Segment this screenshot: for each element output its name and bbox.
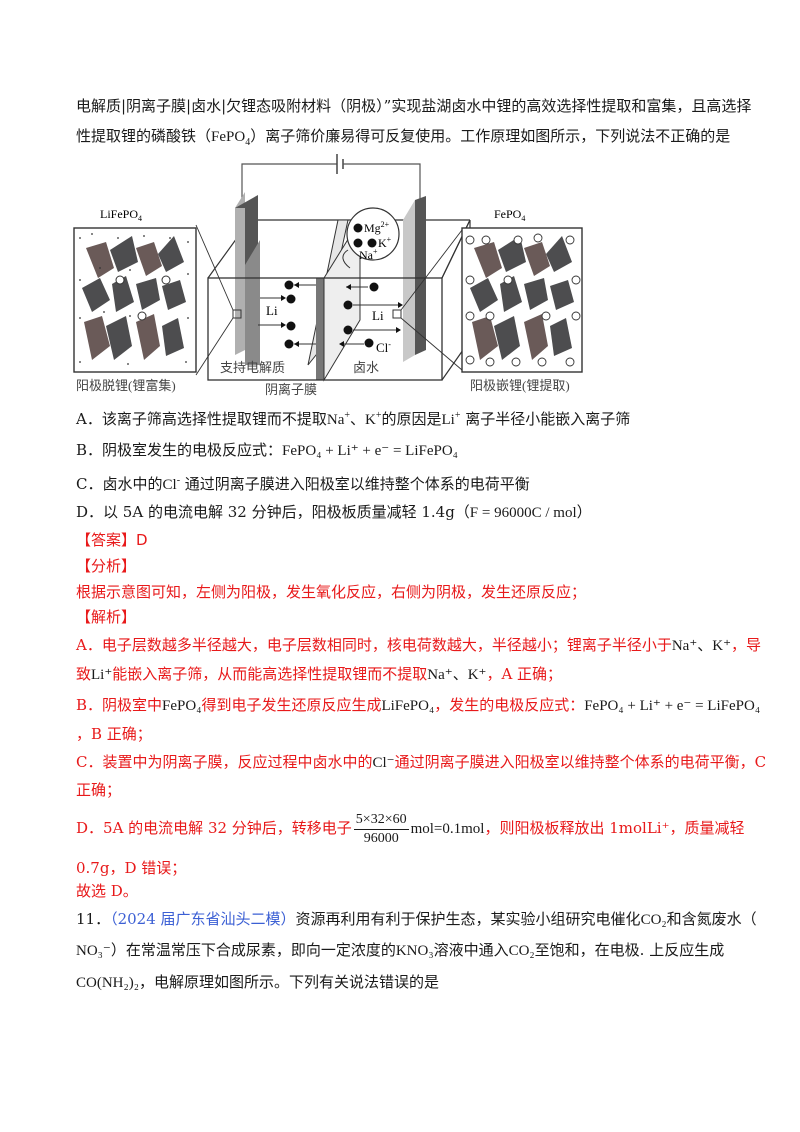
- conclusion: 故选 D。: [76, 882, 138, 900]
- stem-text: 性提取锂的磷酸铁（: [76, 127, 212, 145]
- svg-text:阳极嵌锂(锂提取): 阳极嵌锂(锂提取): [470, 378, 570, 393]
- explanation-c-line-1: C．装置中为阴离子膜，反应过程中卤水中的Cl⁻通过阴离子膜进入阳极室以维持整个体…: [76, 753, 767, 771]
- option-b: B．阴极室发生的电极反应式：FePO₄ + Li⁺ + e⁻ = LiFePO₄: [76, 441, 458, 459]
- explanation-d-line-2: 0.7g，D 错误；: [76, 859, 187, 877]
- analysis-label: 【分析】: [76, 557, 137, 575]
- answer-value: D: [136, 531, 148, 549]
- question-stem-line-1: 电解质|阴离子膜|卤水|欠锂态吸附材料（阴极）”实现盐湖卤水中锂的高效选择性提取…: [76, 96, 751, 116]
- stem-text: ）离子筛价廉易得可反复使用。工作原理如图所示，下列说法不正确的是: [250, 127, 731, 145]
- question-11-line-1: 11．（2024 届广东省汕头二模）资源再利用有利于保护生态，某实验小组研究电催…: [76, 910, 757, 928]
- explanation-b-line-1: B．阴极室中FePO₄得到电子发生还原反应生成LiFePO₄，发生的电极反应式：…: [76, 696, 761, 714]
- formula-fepo4: FePO4: [211, 129, 251, 148]
- electrolysis-diagram: Mg2+ K+ Na+ Li Li Cl- 支: [73, 154, 583, 397]
- svg-text:Li: Li: [266, 303, 278, 318]
- explanation-label: 【解析】: [76, 608, 137, 626]
- question-source[interactable]: （2024 届广东省汕头二模）: [110, 910, 296, 928]
- question-stem-line-2: 性提取锂的磷酸铁（FePO4）离子筛价廉易得可反复使用。工作原理如图所示，下列说…: [76, 126, 731, 148]
- explanation-a-line-2: 致Li⁺能嵌入离子筛，从而能高选择性提取锂而不提取Na⁺、K⁺，A 正确；: [76, 665, 563, 683]
- fepo4-label: FePO4: [494, 207, 525, 223]
- answer-line: 【答案】D: [76, 530, 148, 550]
- question-11-line-2: NO₃⁻）在常温常压下合成尿素，即向一定浓度的KNO₃溶液中通入CO₂至饱和，在…: [76, 941, 725, 959]
- equation: FePO₄ + Li⁺ + e⁻ = LiFePO₄: [282, 443, 458, 459]
- stem-text: 电解质|阴离子膜|卤水|欠锂态吸附材料（阴极）”实现盐湖卤水中锂的高效选择性提取…: [76, 97, 752, 115]
- svg-text:卤水: 卤水: [353, 360, 379, 375]
- analysis-text: 根据示意图可知，左侧为阳极，发生氧化反应，右侧为阴极，发生还原反应；: [76, 583, 587, 601]
- lifepo4-label: LiFePO4: [100, 207, 142, 223]
- svg-text:支持电解质: 支持电解质: [220, 360, 285, 375]
- question-11-line-3: CO(NH₂)₂，电解原理如图所示。下列有关说法错误的是: [76, 973, 439, 991]
- option-a: A．该离子筛高选择性提取锂而不提取Na+、K+的原因是Li+ 离子半径小能嵌入离…: [76, 410, 631, 428]
- option-d: D．以 5A 的电流电解 32 分钟后，阳极板质量减轻 1.4g（F = 960…: [76, 503, 592, 521]
- svg-text:阴离子膜: 阴离子膜: [265, 382, 317, 397]
- option-c: C．卤水中的Cl- 通过阴离子膜进入阳极室以维持整个体系的电荷平衡: [76, 475, 530, 493]
- answer-label: 【答案】: [76, 531, 137, 549]
- svg-text:Cl-: Cl-: [376, 340, 391, 355]
- question-number: 11．: [76, 910, 111, 928]
- explanation-c-line-2: 正确；: [76, 781, 122, 799]
- svg-text:Li: Li: [372, 308, 384, 323]
- explanation-a-line-1: A．电子层数越多半径越大，电子层数相同时，核电荷数越大，半径越小；锂离子半径小于…: [76, 636, 762, 654]
- explanation-b-line-2: ，B 正确；: [76, 725, 152, 743]
- svg-text:阳极脱锂(锂富集): 阳极脱锂(锂富集): [76, 378, 176, 393]
